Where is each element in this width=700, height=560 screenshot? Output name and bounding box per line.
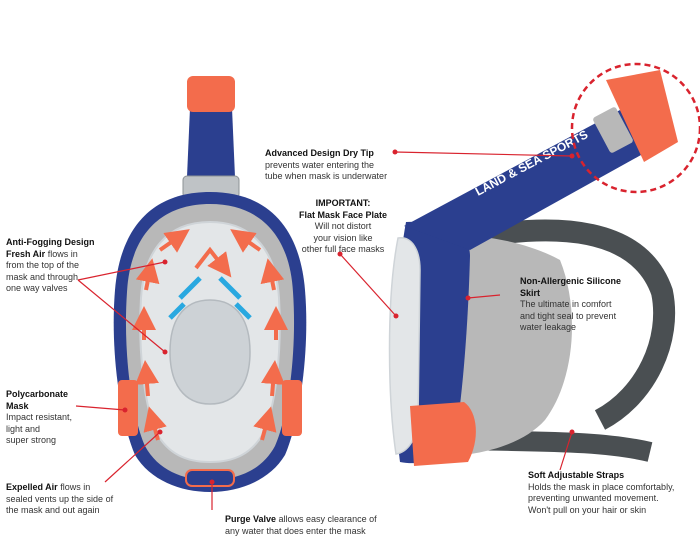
callout-anti-fog: Anti-Fogging Design Fresh Air flows in f…	[6, 237, 126, 295]
fresh-air-arrows	[132, 229, 288, 441]
front-mask	[113, 76, 307, 492]
skirt-title-2: Skirt	[520, 287, 541, 298]
purge-rest: allows easy clearance of	[276, 514, 377, 524]
anti-fog-bold: Fresh Air	[6, 248, 46, 259]
straps-title: Soft Adjustable Straps	[528, 470, 625, 480]
straps-line: preventing unwanted movement.	[528, 493, 659, 503]
purge-bold: Purge Valve	[225, 514, 277, 524]
front-breathing-chamber	[169, 299, 251, 405]
anti-fog-rest: flows in	[45, 248, 78, 259]
front-left-vent	[118, 380, 138, 436]
side-mask: LAND & SEA SPORTS	[388, 62, 700, 466]
dry-tip-line: tube when mask is underwater	[265, 171, 388, 181]
skirt-title-1: Non-Allergenic Silicone	[520, 276, 622, 286]
straps-line: Holds the mask in place comfortably,	[528, 481, 675, 492]
anti-fog-line: from the top of the	[6, 260, 80, 270]
pointer-dots	[122, 149, 575, 485]
purge-line: any water that does enter the mask	[225, 525, 366, 536]
straps-line: Won't pull on your hair or skin	[528, 504, 647, 515]
callout-dry-tip: Advanced Design Dry Tip prevents water e…	[265, 148, 425, 183]
face-plate-line: Will not distort	[314, 221, 372, 231]
expelled-air-arrows	[168, 276, 252, 320]
anti-fog-line: one way valves	[6, 283, 68, 293]
callout-purge-valve: Purge Valve allows easy clearance of any…	[225, 514, 415, 537]
callout-face-plate: IMPORTANT: Flat Mask Face Plate Will not…	[283, 198, 403, 256]
polycarbonate-title-1: Polycarbonate	[6, 389, 69, 399]
anti-fog-line: mask and through	[6, 271, 79, 282]
polycarbonate-title-2: Mask	[6, 400, 29, 411]
face-plate-title-2: Flat Mask Face Plate	[298, 209, 388, 220]
side-chin-vent	[410, 402, 476, 466]
callout-expelled-air: Expelled Air flows in sealed vents up th…	[6, 482, 146, 517]
side-upper-strap	[468, 219, 676, 430]
face-plate-line: other full face masks	[301, 244, 385, 254]
side-snorkel-tube	[404, 110, 650, 250]
expelled-rest: flows in	[57, 482, 91, 492]
skirt-line: The ultimate in comfort	[520, 299, 612, 309]
skirt-line: water leakage	[520, 322, 577, 332]
face-plate-line: your vision like	[313, 232, 373, 243]
skirt-line: and tight seal to prevent	[520, 310, 617, 321]
anti-fog-title: Anti-Fogging Design	[6, 237, 95, 247]
expelled-line: sealed vents up the side of	[6, 493, 114, 504]
expelled-bold: Expelled Air	[6, 482, 58, 492]
dry-tip-title: Advanced Design Dry Tip	[265, 148, 374, 158]
front-snorkel-tip	[187, 76, 235, 112]
pointer-lines	[75, 151, 573, 510]
callout-straps: Soft Adjustable Straps Holds the mask in…	[528, 470, 696, 516]
side-snorkel-vent	[593, 107, 633, 153]
polycarbonate-line: Impact resistant,	[6, 412, 73, 422]
face-plate-title-1: IMPORTANT:	[315, 198, 371, 208]
front-purge-valve	[185, 469, 235, 487]
callout-skirt: Non-Allergenic Silicone Skirt The ultima…	[520, 276, 670, 334]
front-right-vent	[282, 380, 302, 436]
polycarbonate-line: light and	[6, 423, 41, 434]
side-snorkel-dry-tip	[606, 70, 678, 162]
dry-tip-highlight-circle	[570, 62, 700, 194]
expelled-line: the mask and out again	[6, 505, 100, 515]
polycarbonate-line: super strong	[6, 435, 57, 445]
dry-tip-line: prevents water entering the	[265, 159, 375, 170]
side-face-plate	[388, 237, 421, 455]
callout-polycarbonate: Polycarbonate Mask Impact resistant, lig…	[6, 389, 106, 447]
